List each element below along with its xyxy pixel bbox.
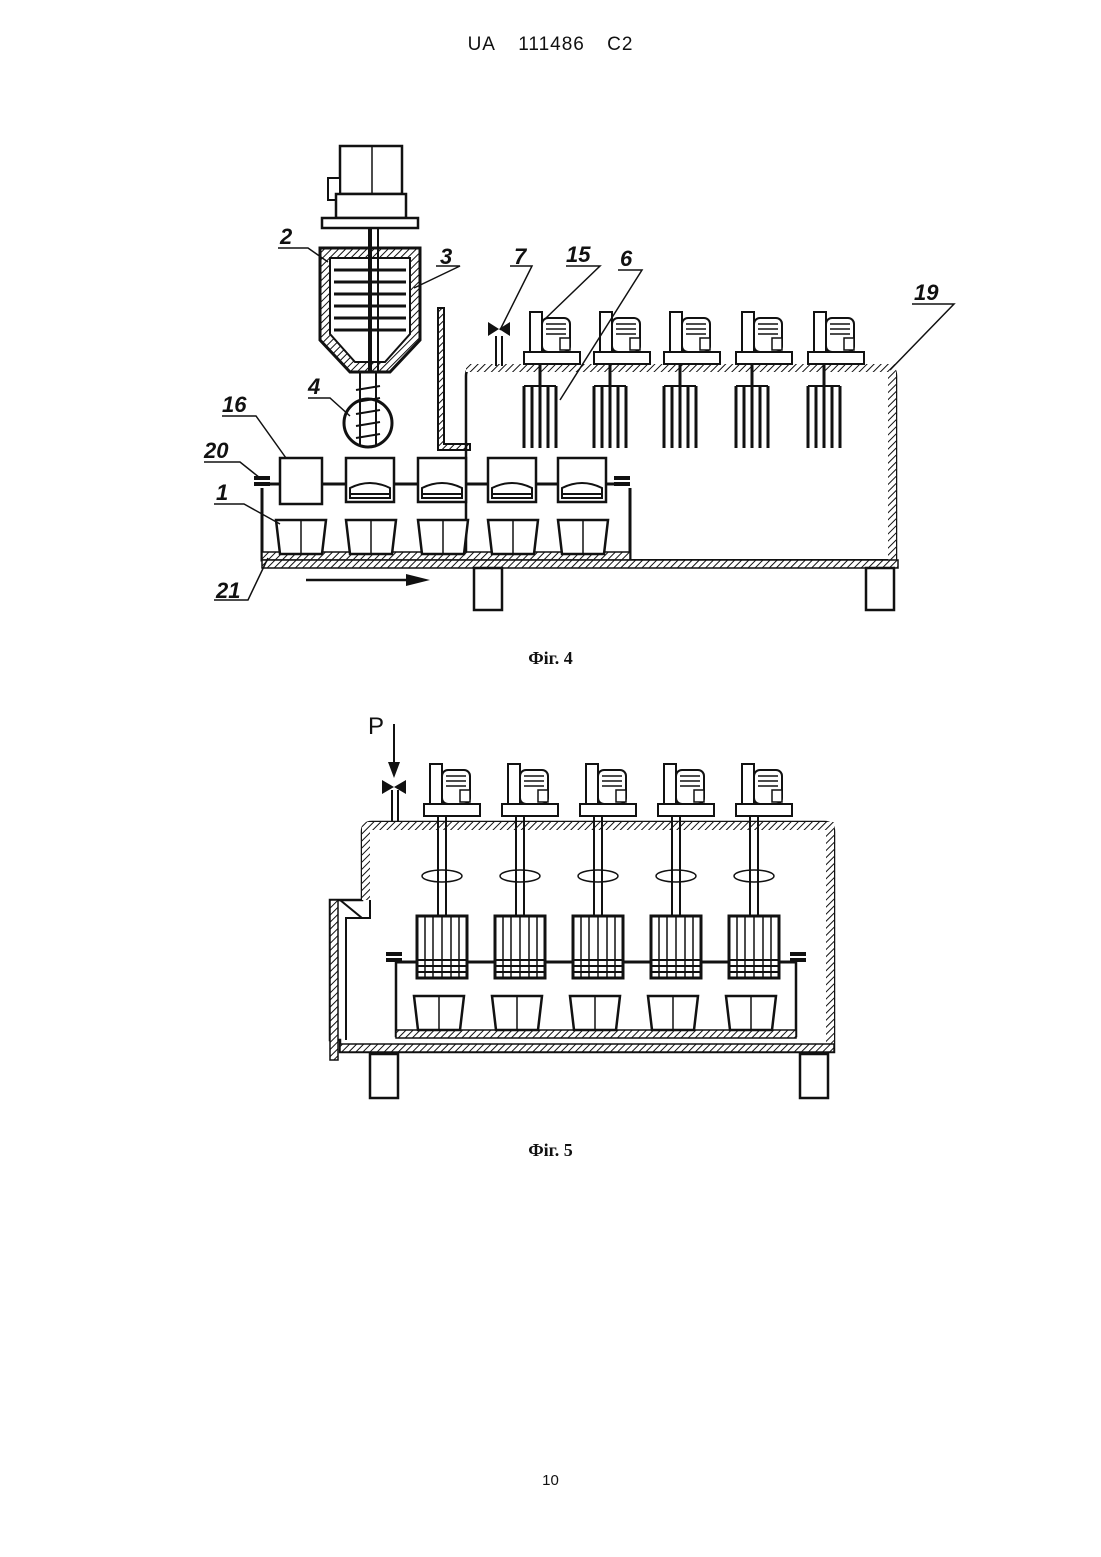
ref-label-3: 3 <box>440 244 452 269</box>
ref-label-19: 19 <box>914 280 939 305</box>
ref-label-15: 15 <box>566 242 591 267</box>
ref-label-4: 4 <box>307 374 320 399</box>
page-number: 10 <box>0 1472 1101 1489</box>
pressure-label-p: P <box>368 713 384 740</box>
figure-4-caption: Фіг. 4 <box>0 648 1101 669</box>
ref-label-20: 20 <box>203 438 229 463</box>
figure-4-drawing: 2 3 7 15 6 19 4 16 20 1 21 <box>203 146 954 610</box>
ref-label-6: 6 <box>620 246 633 271</box>
ref-label-1: 1 <box>216 480 228 505</box>
figure-5-caption: Фіг. 5 <box>0 1140 1101 1161</box>
ref-label-7: 7 <box>514 244 528 269</box>
ref-label-2: 2 <box>279 224 293 249</box>
ref-label-21: 21 <box>215 578 240 603</box>
figure-5-drawing: P <box>330 713 834 1098</box>
ref-label-16: 16 <box>222 392 247 417</box>
